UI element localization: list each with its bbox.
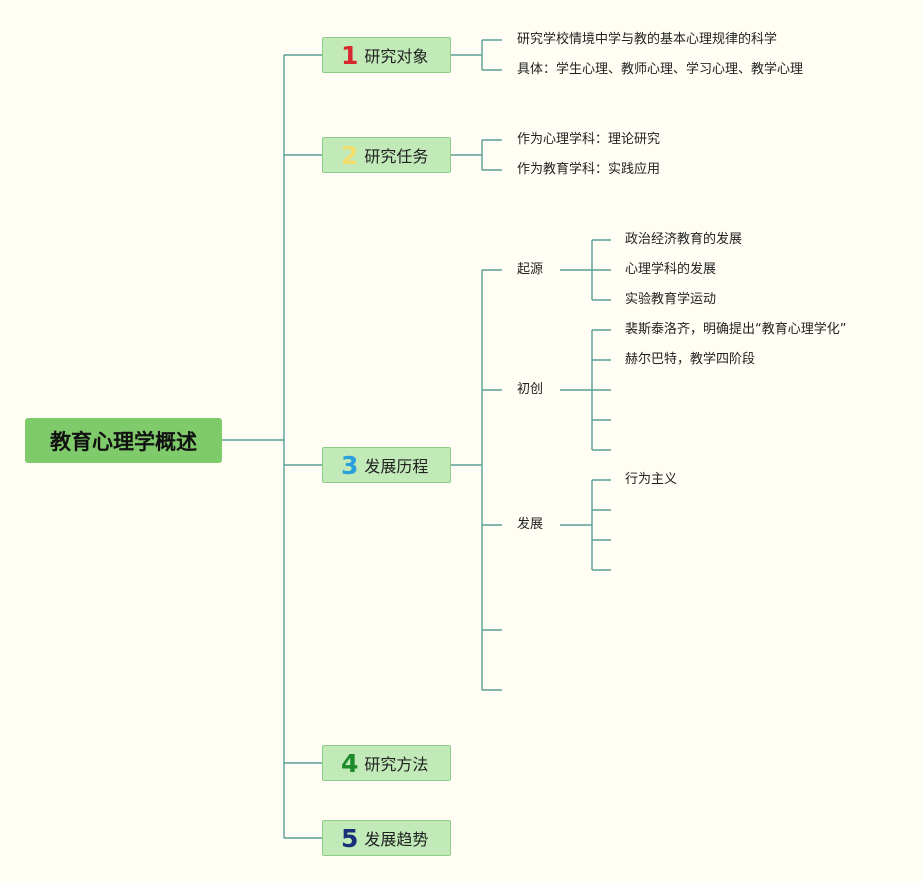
topic-label: 研究方法 bbox=[364, 755, 429, 774]
topic-label: 发展趋势 bbox=[364, 830, 429, 849]
leaf-task-education[interactable]: 作为教育学科：实践应用 bbox=[517, 162, 661, 177]
leaf-development-1[interactable]: 行为主义 bbox=[625, 472, 678, 487]
topic-research-method[interactable]: 4 研究方法 bbox=[322, 745, 451, 781]
leaf-research-object-detail[interactable]: 具体：学生心理、教师心理、学习心理、教学心理 bbox=[517, 62, 804, 77]
topic-number-2: 2 bbox=[341, 140, 359, 170]
subtopic-founding[interactable]: 初创 bbox=[517, 382, 544, 397]
root-title: 教育心理学概述 bbox=[50, 429, 197, 454]
leaf-origin-1[interactable]: 政治经济教育的发展 bbox=[625, 232, 743, 247]
topic-label: 研究对象 bbox=[364, 47, 429, 66]
root-topic[interactable]: 教育心理学概述 bbox=[25, 418, 222, 463]
subtopic-development[interactable]: 发展 bbox=[517, 517, 544, 532]
topic-number-1: 1 bbox=[341, 40, 359, 70]
topic-research-object[interactable]: 1 研究对象 bbox=[322, 37, 451, 73]
leaf-research-object-definition[interactable]: 研究学校情境中学与教的基本心理规律的科学 bbox=[517, 32, 778, 47]
topic-research-task[interactable]: 2 研究任务 bbox=[322, 137, 451, 173]
topic-number-4: 4 bbox=[341, 748, 359, 778]
topic-label: 发展历程 bbox=[364, 457, 429, 476]
topic-number-3: 3 bbox=[341, 450, 359, 480]
leaf-origin-2[interactable]: 心理学科的发展 bbox=[625, 262, 717, 277]
topic-trend[interactable]: 5 发展趋势 bbox=[322, 820, 451, 856]
subtopic-origin[interactable]: 起源 bbox=[517, 262, 544, 277]
topic-history[interactable]: 3 发展历程 bbox=[322, 447, 451, 483]
topic-number-5: 5 bbox=[341, 823, 359, 853]
leaf-founding-1[interactable]: 裴斯泰洛齐，明确提出“教育心理学化” bbox=[625, 322, 847, 337]
leaf-task-psychology[interactable]: 作为心理学科：理论研究 bbox=[517, 132, 661, 147]
leaf-founding-2[interactable]: 赫尔巴特，教学四阶段 bbox=[625, 352, 756, 367]
topic-label: 研究任务 bbox=[364, 147, 429, 166]
leaf-origin-3[interactable]: 实验教育学运动 bbox=[625, 292, 717, 307]
